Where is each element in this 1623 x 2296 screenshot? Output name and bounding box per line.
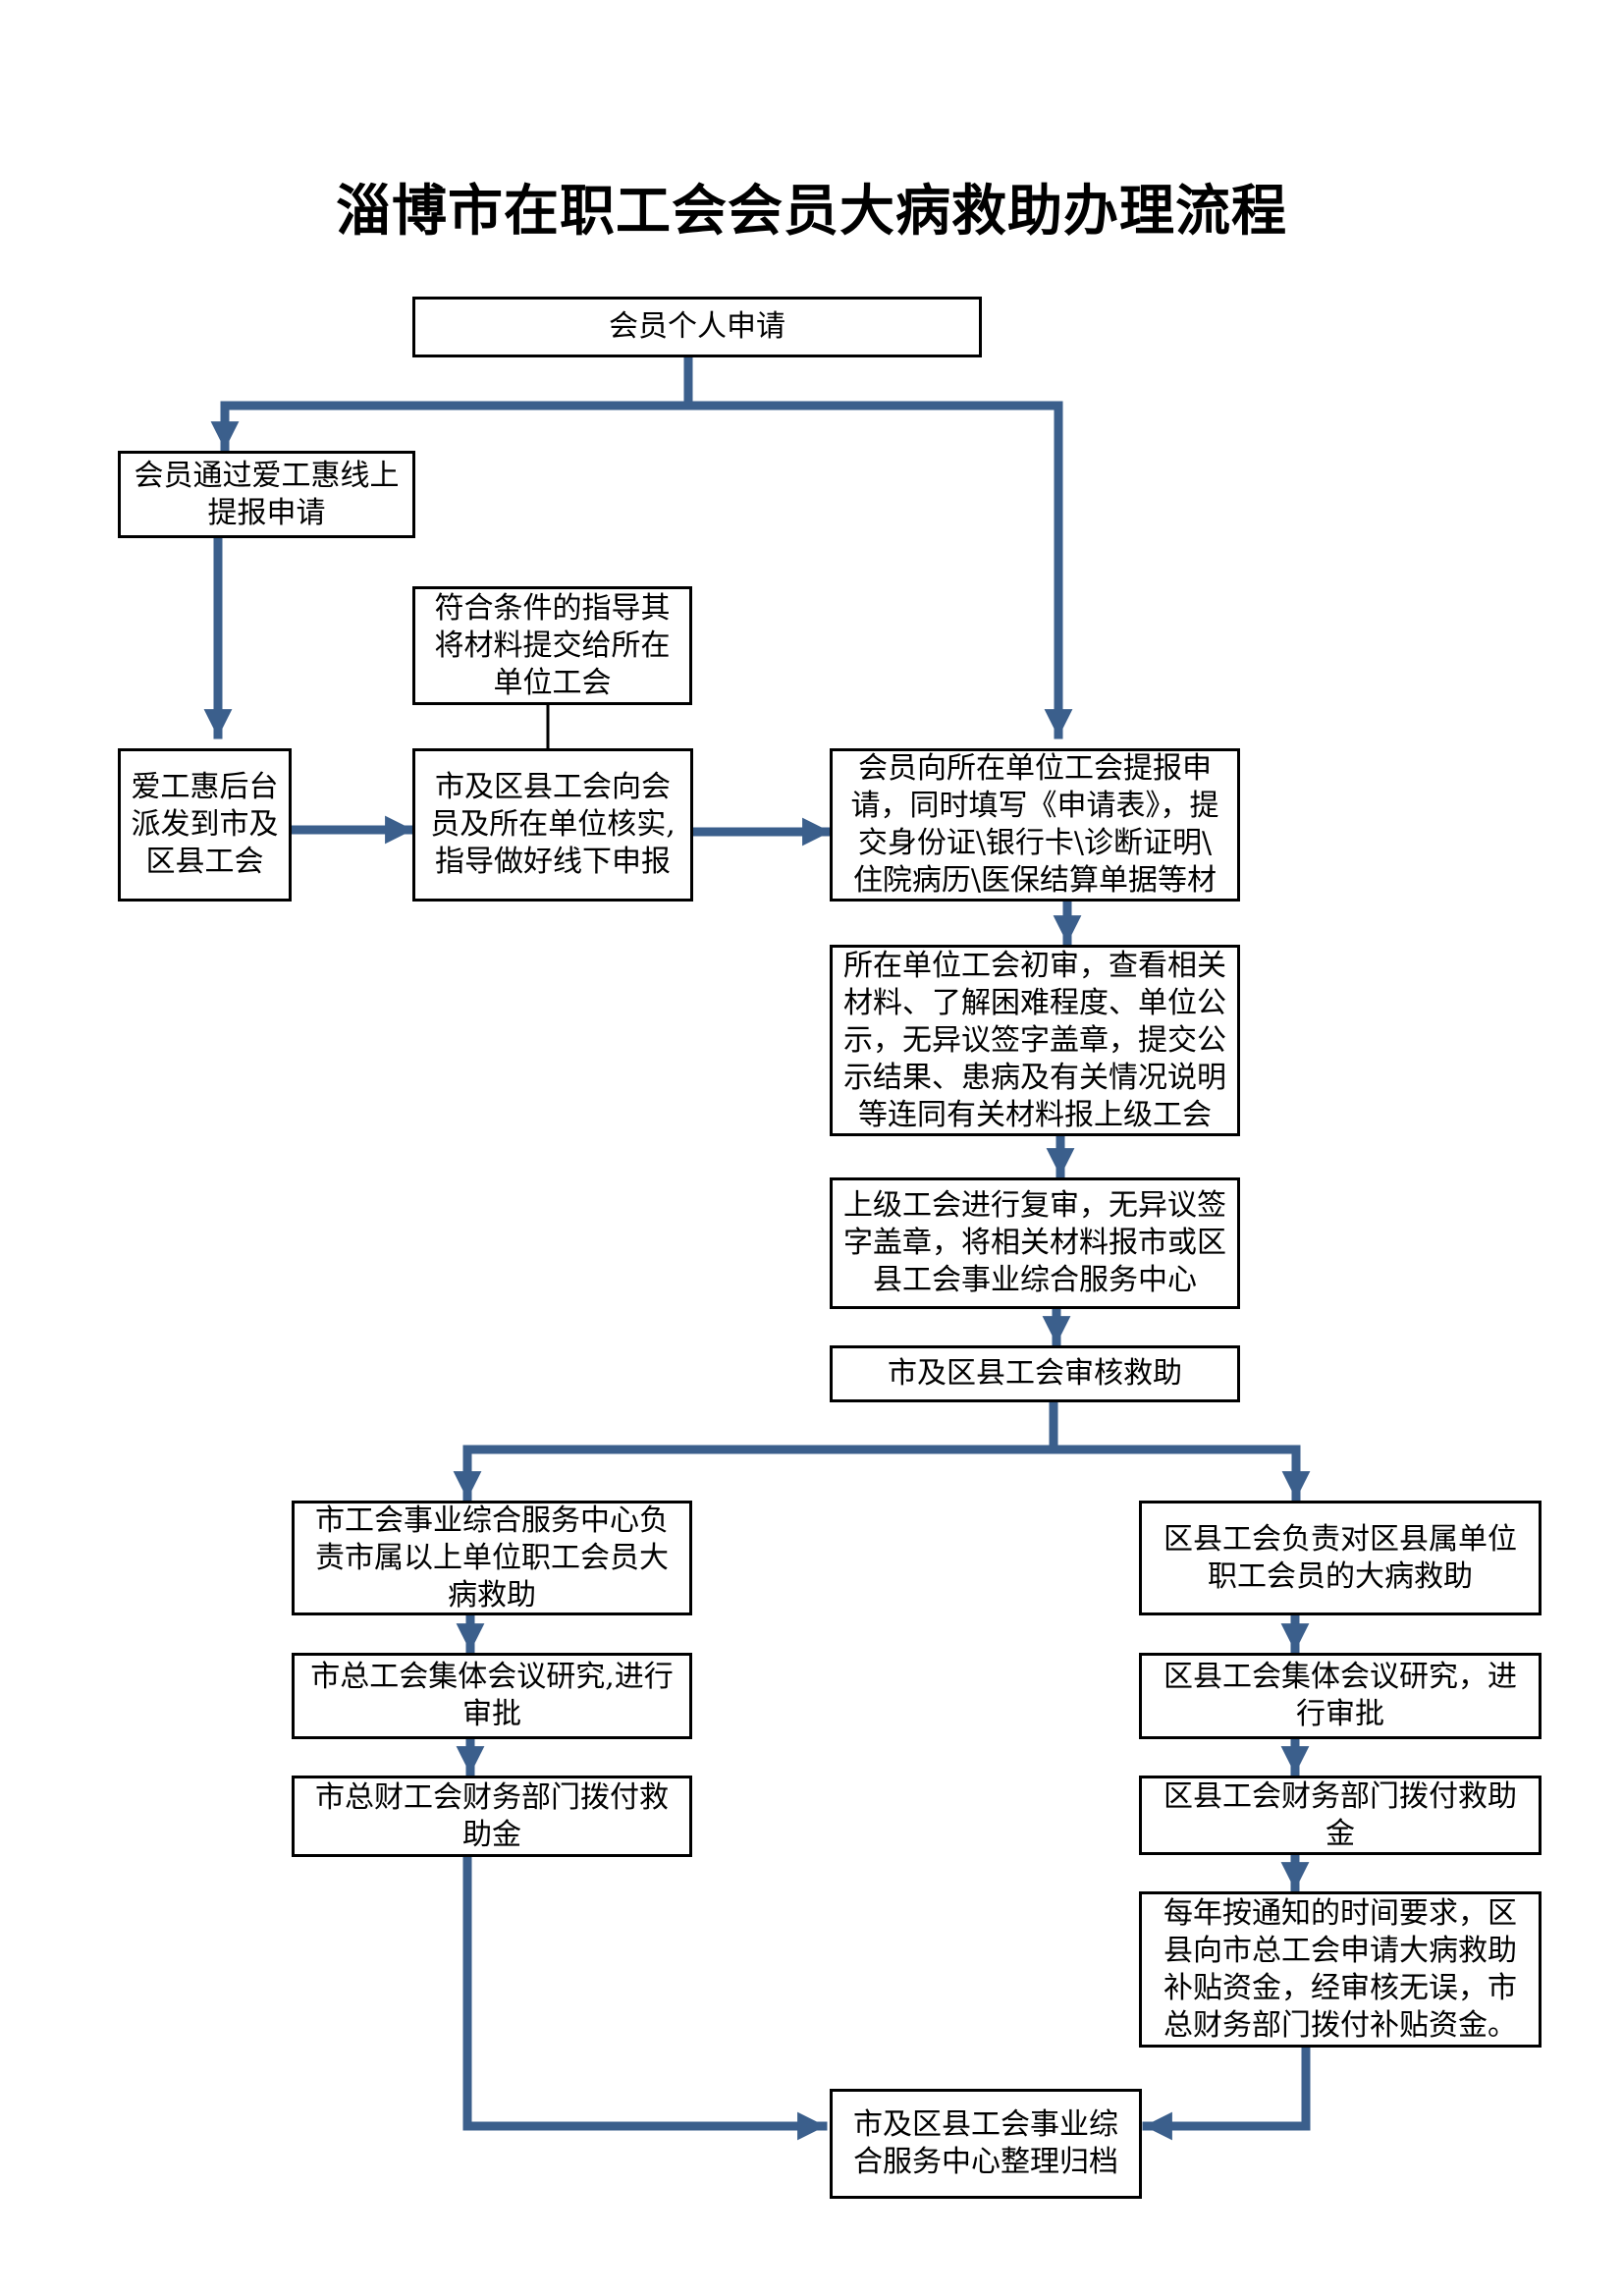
box-start: 会员个人申请 xyxy=(412,297,982,357)
box-district-meeting: 区县工会集体会议研究，进 行审批 xyxy=(1139,1653,1542,1739)
box-city-meeting: 市总工会集体会议研究,进行 审批 xyxy=(292,1653,692,1739)
box-city-finance: 市总财工会财务部门拨付救 助金 xyxy=(292,1776,692,1857)
box-district: 区县工会负责对区县属单位 职工会员的大病救助 xyxy=(1139,1501,1542,1615)
box-audit: 市及区县工会审核救助 xyxy=(830,1345,1240,1402)
box-guide-submit: 符合条件的指导其 将材料提交给所在 单位工会 xyxy=(412,586,692,705)
page-title: 淄博市在职工会会员大病救助办理流程 xyxy=(336,179,1287,244)
box-secondary-review: 上级工会进行复审，无异议签 字盖章，将相关材料报市或区 县工会事业综合服务中心 xyxy=(830,1177,1240,1309)
box-archive: 市及区县工会事业综 合服务中心整理归档 xyxy=(830,2089,1142,2199)
box-submit-application: 会员向所在单位工会提报申 请，同时填写《申请表》，提 交身份证\银行卡\诊断证明… xyxy=(830,748,1240,902)
box-initial-review: 所在单位工会初审，查看相关 材料、了解困难程度、单位公 示，无异议签字盖章，提交… xyxy=(830,945,1240,1136)
box-annual-subsidy: 每年按通知的时间要求，区 县向市总工会申请大病救助 补贴资金，经审核无误，市 总… xyxy=(1139,1891,1542,2048)
box-verify: 市及区县工会向会 员及所在单位核实, 指导做好线下申报 xyxy=(412,748,693,902)
box-dispatch: 爱工惠后台 派发到市及 区县工会 xyxy=(118,748,292,902)
box-city-center: 市工会事业综合服务中心负 责市属以上单位职工会员大 病救助 xyxy=(292,1501,692,1615)
box-district-finance: 区县工会财务部门拨付救助 金 xyxy=(1139,1776,1542,1855)
box-online-application: 会员通过爱工惠线上 提报申请 xyxy=(118,451,415,538)
